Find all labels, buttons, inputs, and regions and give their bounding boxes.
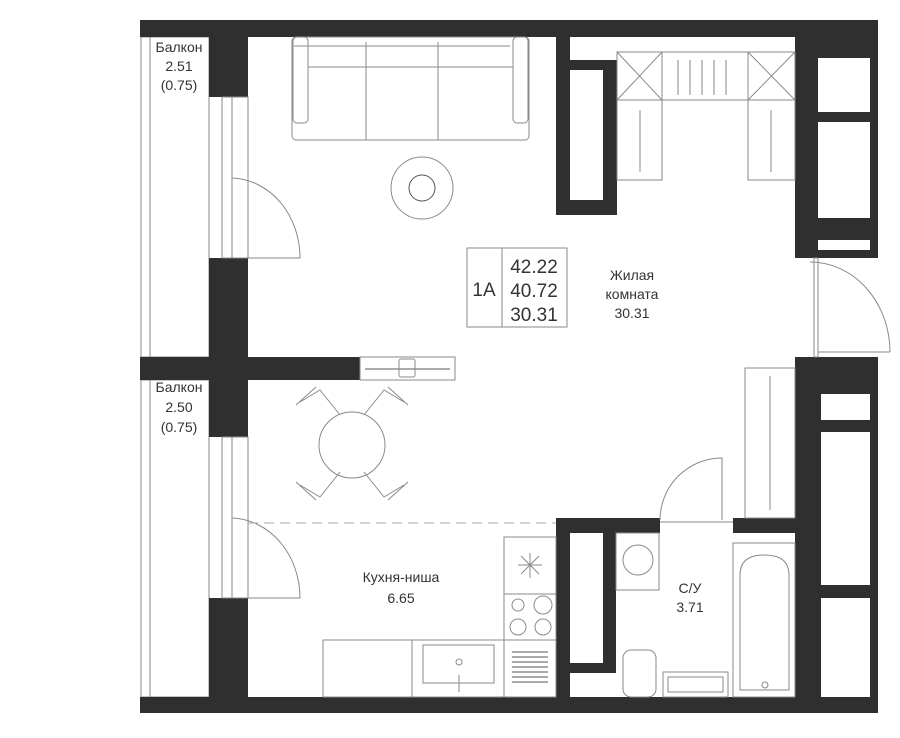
balcony-area: 2.51 xyxy=(165,58,192,74)
apartment-type: 1A xyxy=(472,280,496,301)
sofa xyxy=(291,36,530,141)
kitchen-units xyxy=(322,536,557,698)
balcony-area: 2.50 xyxy=(165,399,192,415)
room-name: Кухня-ниша xyxy=(363,569,440,585)
living-room-label: Жилая комната 30.31 xyxy=(606,267,659,321)
balcony-coef: (0.75) xyxy=(161,77,198,93)
room-name: Жилая xyxy=(610,267,654,283)
room-name: комната xyxy=(606,286,659,302)
area-without-balcony: 40.72 xyxy=(510,281,558,302)
dining-table xyxy=(295,386,409,501)
bathroom-label: С/У 3.71 xyxy=(676,580,703,615)
kitchen-label: Кухня-ниша 6.65 xyxy=(363,569,440,606)
balcony-bottom-label: Балкон 2.50 (0.75) xyxy=(156,379,203,435)
balcony-name: Балкон xyxy=(156,39,203,55)
walls xyxy=(140,20,878,713)
balcony-top-label: Балкон 2.51 (0.75) xyxy=(156,39,203,93)
bathroom-fixtures xyxy=(615,532,796,698)
rug xyxy=(390,156,454,220)
doors xyxy=(231,177,891,599)
living-area: 30.31 xyxy=(510,305,558,326)
wardrobes xyxy=(616,51,796,519)
room-area: 3.71 xyxy=(676,599,703,615)
apartment-info-box: 1A 42.22 40.72 30.31 xyxy=(466,247,568,328)
total-area: 42.22 xyxy=(510,257,558,278)
room-area: 30.31 xyxy=(614,305,649,321)
room-area: 6.65 xyxy=(387,590,414,606)
balcony-coef: (0.75) xyxy=(161,419,198,435)
room-name: С/У xyxy=(679,580,702,596)
balcony-name: Балкон xyxy=(156,379,203,395)
